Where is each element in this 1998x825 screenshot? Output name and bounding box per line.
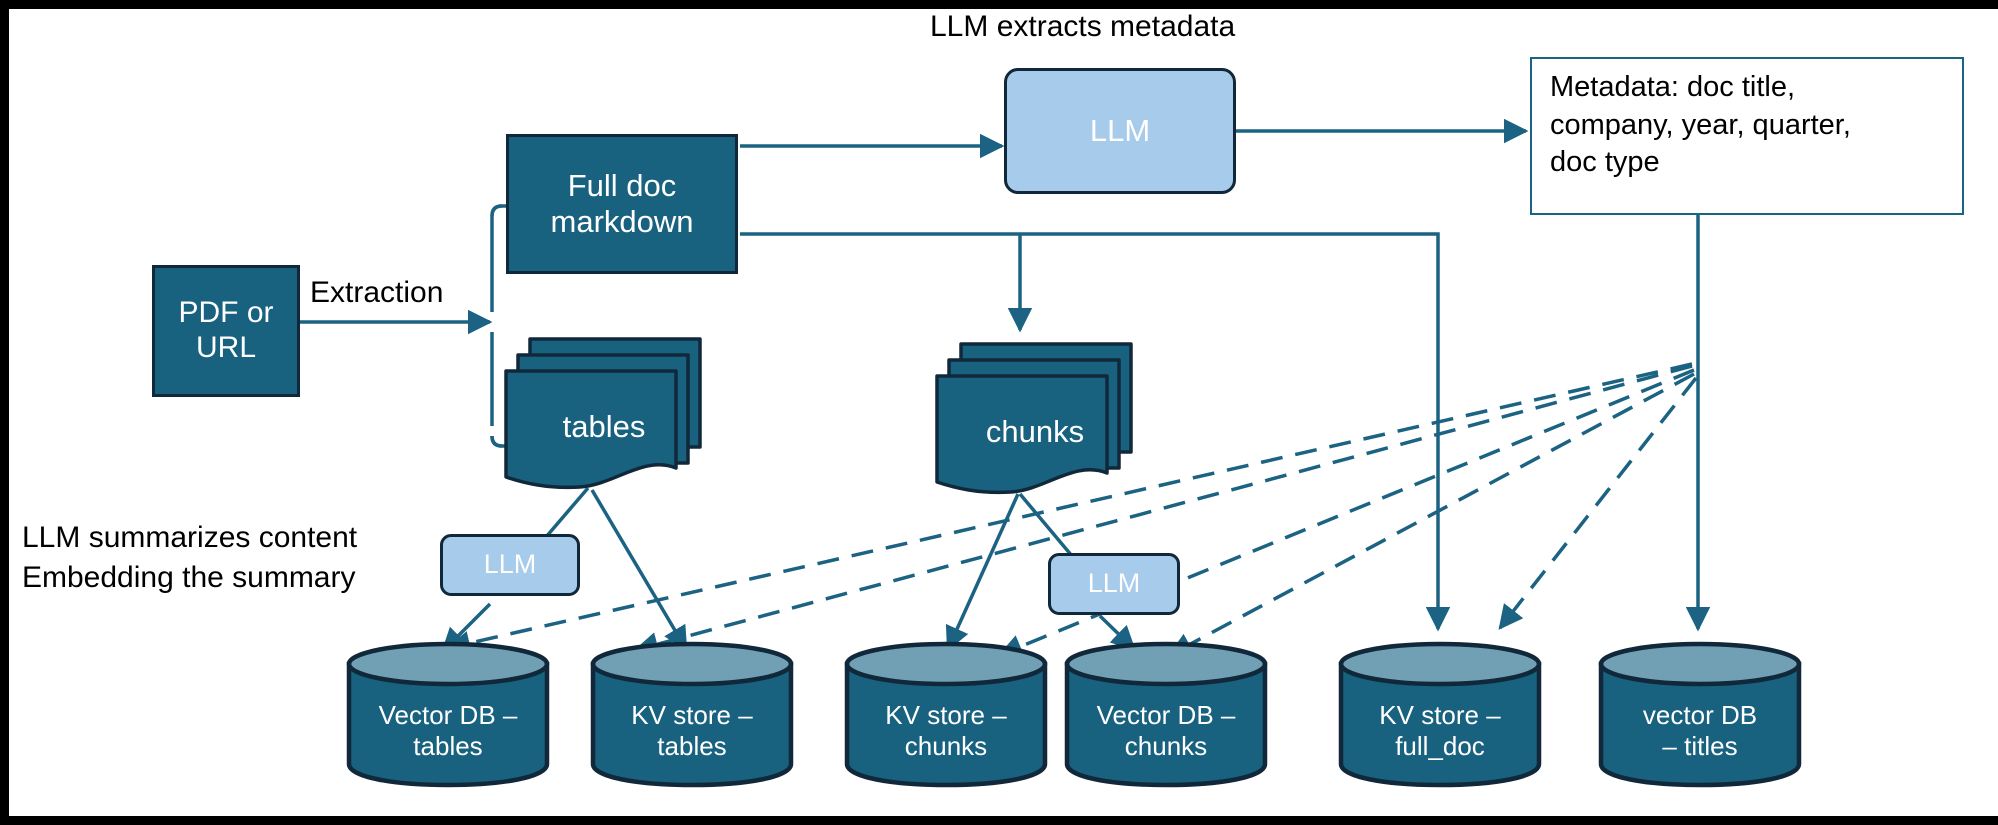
node-chunks-stack[interactable]: chunks — [935, 340, 1135, 500]
metadata-line-1: Metadata: doc title, — [1550, 71, 1796, 103]
cylinder-top — [1338, 641, 1542, 687]
node-metadata-box[interactable]: Metadata: doc title, company, year, quar… — [1530, 57, 1964, 215]
store-kv-store-chunks[interactable]: KV store – chunks — [842, 640, 1050, 788]
edge-chunks-to-llm-chunks — [1018, 492, 1074, 558]
tables-sheet-front — [504, 369, 678, 490]
node-llm-summarize-chunks-label: LLM — [1087, 568, 1141, 599]
node-full-doc-markdown[interactable]: Full doc markdown — [506, 134, 738, 274]
cylinder-top — [1064, 641, 1268, 687]
metadata-line-2: company, year, quarter, — [1550, 108, 1851, 141]
store-vector-db-titles[interactable]: vector DB – titles — [1596, 640, 1804, 788]
node-full-doc-line1: Full doc — [567, 168, 677, 204]
node-llm-summarize-tables[interactable]: LLM — [440, 534, 580, 596]
node-llm-extract-metadata[interactable]: LLM — [1004, 68, 1236, 194]
cylinder-top — [590, 641, 794, 687]
cylinder-body — [346, 661, 550, 788]
cylinder-top — [346, 641, 550, 687]
cylinder-body — [1064, 661, 1268, 788]
fork-bracket — [490, 204, 503, 448]
cylinder-top — [844, 641, 1048, 687]
canvas-bottom-border — [0, 816, 1998, 825]
dashed-meta-to-vector-db-chunks — [1167, 372, 1695, 657]
dashed-meta-to-kv-store-full-doc — [1498, 376, 1698, 630]
canvas-left-border — [0, 0, 9, 825]
cylinder-body — [590, 661, 794, 788]
note-llm-extracts-metadata: LLM extracts metadata — [930, 10, 1236, 43]
cylinder-body — [844, 661, 1048, 788]
node-llm-summarize-tables-label: LLM — [483, 549, 537, 580]
chunks-sheet-front — [935, 374, 1109, 495]
cylinder-body — [1338, 661, 1542, 788]
canvas-top-border — [0, 0, 1998, 9]
cylinder-top — [1598, 641, 1802, 687]
node-llm-extract-metadata-label: LLM — [1089, 113, 1151, 149]
store-kv-store-tables[interactable]: KV store – tables — [588, 640, 796, 788]
store-vector-db-tables[interactable]: Vector DB – tables — [344, 640, 552, 788]
node-full-doc-line2: markdown — [550, 204, 694, 239]
metadata-line-3: doc type — [1550, 146, 1660, 179]
edge-label-extraction: Extraction — [310, 276, 444, 309]
note-llm-summarizes-content: LLM summarizes content — [22, 521, 358, 554]
note-embedding-the-summary: Embedding the summary — [22, 561, 356, 594]
node-pdf-or-url[interactable]: PDF or URL — [152, 265, 300, 397]
node-pdf-or-url-line2: URL — [195, 331, 256, 364]
edge-tables-to-kv-tables — [590, 489, 688, 652]
edge-chunks-to-kv-chunks — [945, 493, 1020, 652]
node-pdf-or-url-line1: PDF or — [178, 296, 274, 330]
node-llm-summarize-chunks[interactable]: LLM — [1048, 553, 1180, 615]
node-tables-stack[interactable]: tables — [504, 335, 704, 495]
store-kv-store-full-doc[interactable]: KV store – full_doc — [1336, 640, 1544, 788]
store-vector-db-chunks[interactable]: Vector DB – chunks — [1062, 640, 1270, 788]
cylinder-body — [1598, 661, 1802, 788]
